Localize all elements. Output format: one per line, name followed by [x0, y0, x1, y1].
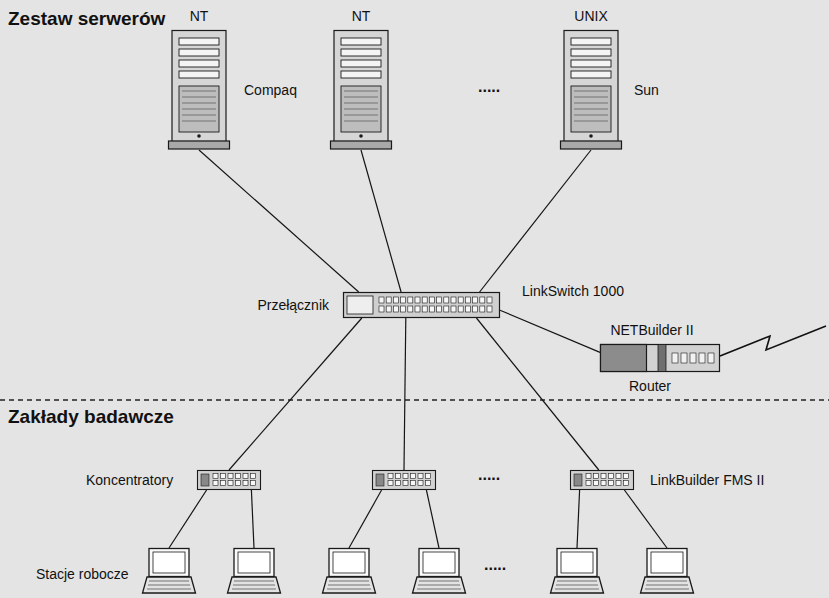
wan-link-bolt: [720, 326, 826, 356]
section-heading: Zestaw serwerów: [8, 8, 165, 30]
laptop-icon: [142, 548, 196, 594]
network-switch: PrzełącznikLinkSwitch 1000: [343, 292, 500, 318]
laptop-icon: [550, 548, 604, 594]
workstation: [640, 548, 694, 594]
row-label: Koncentratory: [86, 472, 173, 488]
device-label: Sun: [634, 82, 659, 98]
network-cable: [500, 310, 600, 352]
server-icon: [168, 30, 230, 150]
network-cable: [577, 490, 580, 548]
device-label: NT: [352, 8, 371, 24]
ellipsis: .....: [484, 556, 506, 574]
router: NETBuilder IIRouter: [600, 344, 720, 372]
row-label: Stacje robocze: [36, 566, 129, 582]
workstation: [142, 548, 196, 594]
server-tower: NT: [330, 30, 392, 150]
workstation: [412, 548, 466, 594]
server-tower: NTCompaq: [168, 30, 230, 150]
network-cable: [480, 150, 591, 292]
hub-icon: [372, 470, 436, 490]
hub-icon: [570, 470, 634, 490]
section-heading: Zakłady badawcze: [8, 406, 174, 428]
device-label: LinkSwitch 1000: [522, 283, 624, 299]
network-cable: [426, 490, 439, 548]
laptop-icon: [322, 548, 376, 594]
switch-icon: [343, 292, 500, 318]
hub: [372, 470, 436, 490]
network-cable: [229, 318, 362, 470]
network-cable: [404, 318, 406, 470]
ellipsis: .....: [478, 466, 500, 484]
network-cable: [169, 490, 207, 548]
laptop-icon: [227, 548, 281, 594]
zone-divider: [0, 399, 829, 400]
device-label: Compaq: [244, 82, 297, 98]
hub-icon: [197, 470, 261, 490]
workstation: [227, 548, 281, 594]
network-cable: [476, 318, 598, 470]
device-label: NT: [190, 8, 209, 24]
server-icon: [330, 30, 392, 150]
laptop-icon: [640, 548, 694, 594]
network-cable: [624, 490, 667, 548]
server-icon: [560, 30, 622, 150]
hub: LinkBuilder FMS II: [570, 470, 634, 490]
device-label: LinkBuilder FMS II: [650, 472, 764, 488]
network-cable: [199, 150, 359, 292]
hub: [197, 470, 261, 490]
network-cable: [349, 490, 382, 548]
server-tower: UNIXSun: [560, 30, 622, 150]
router-icon: [600, 344, 720, 372]
workstation: [550, 548, 604, 594]
network-cable: [251, 490, 254, 548]
device-label: NETBuilder II: [610, 322, 693, 338]
ellipsis: .....: [478, 78, 500, 96]
device-label: UNIX: [574, 8, 607, 24]
network-cable: [361, 150, 401, 292]
device-label: Router: [629, 378, 671, 394]
laptop-icon: [412, 548, 466, 594]
workstation: [322, 548, 376, 594]
device-label: Przełącznik: [257, 297, 329, 313]
